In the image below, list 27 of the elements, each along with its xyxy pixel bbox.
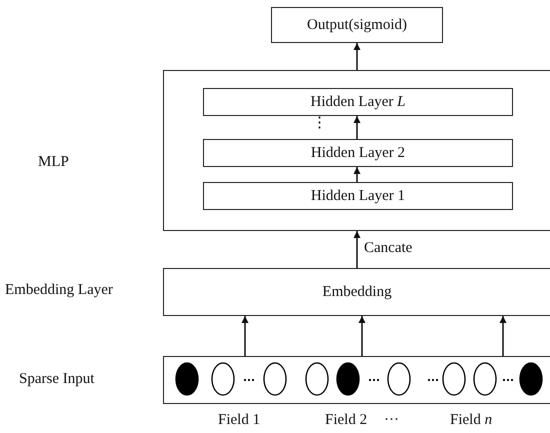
hidden-layer-box [203, 88, 513, 116]
node-text: Hidden Layer 2 [310, 144, 406, 162]
field-label: Field 2 [325, 412, 368, 429]
hidden-layer-box [203, 139, 513, 167]
node-text: Embedding [322, 284, 392, 300]
side-label: Embedding Layer [5, 282, 113, 299]
hidden-layer-box [203, 182, 513, 210]
node-text: Hidden Layer L [310, 94, 406, 110]
node-text: Hidden Layer 1 [310, 188, 406, 204]
arrow [354, 43, 360, 70]
side-label: MLP [38, 154, 69, 171]
output-box [271, 7, 443, 43]
field-label: Field n [450, 412, 492, 429]
arrow [354, 231, 360, 268]
arrow [358, 316, 366, 356]
input-box [163, 356, 550, 404]
arrow [500, 316, 506, 356]
side-label: Sparse Input [19, 371, 94, 388]
vertical-ellipsis: ⋮ [312, 114, 327, 132]
arrow [354, 167, 360, 182]
arrow [354, 116, 360, 139]
ellipsis: ··· [384, 412, 399, 429]
arrow [242, 316, 248, 356]
mlp-box [163, 70, 550, 231]
embedding-box [163, 268, 550, 316]
field-label: Field 1 [218, 412, 260, 429]
node-text: Output(sigmoid) [307, 16, 407, 34]
